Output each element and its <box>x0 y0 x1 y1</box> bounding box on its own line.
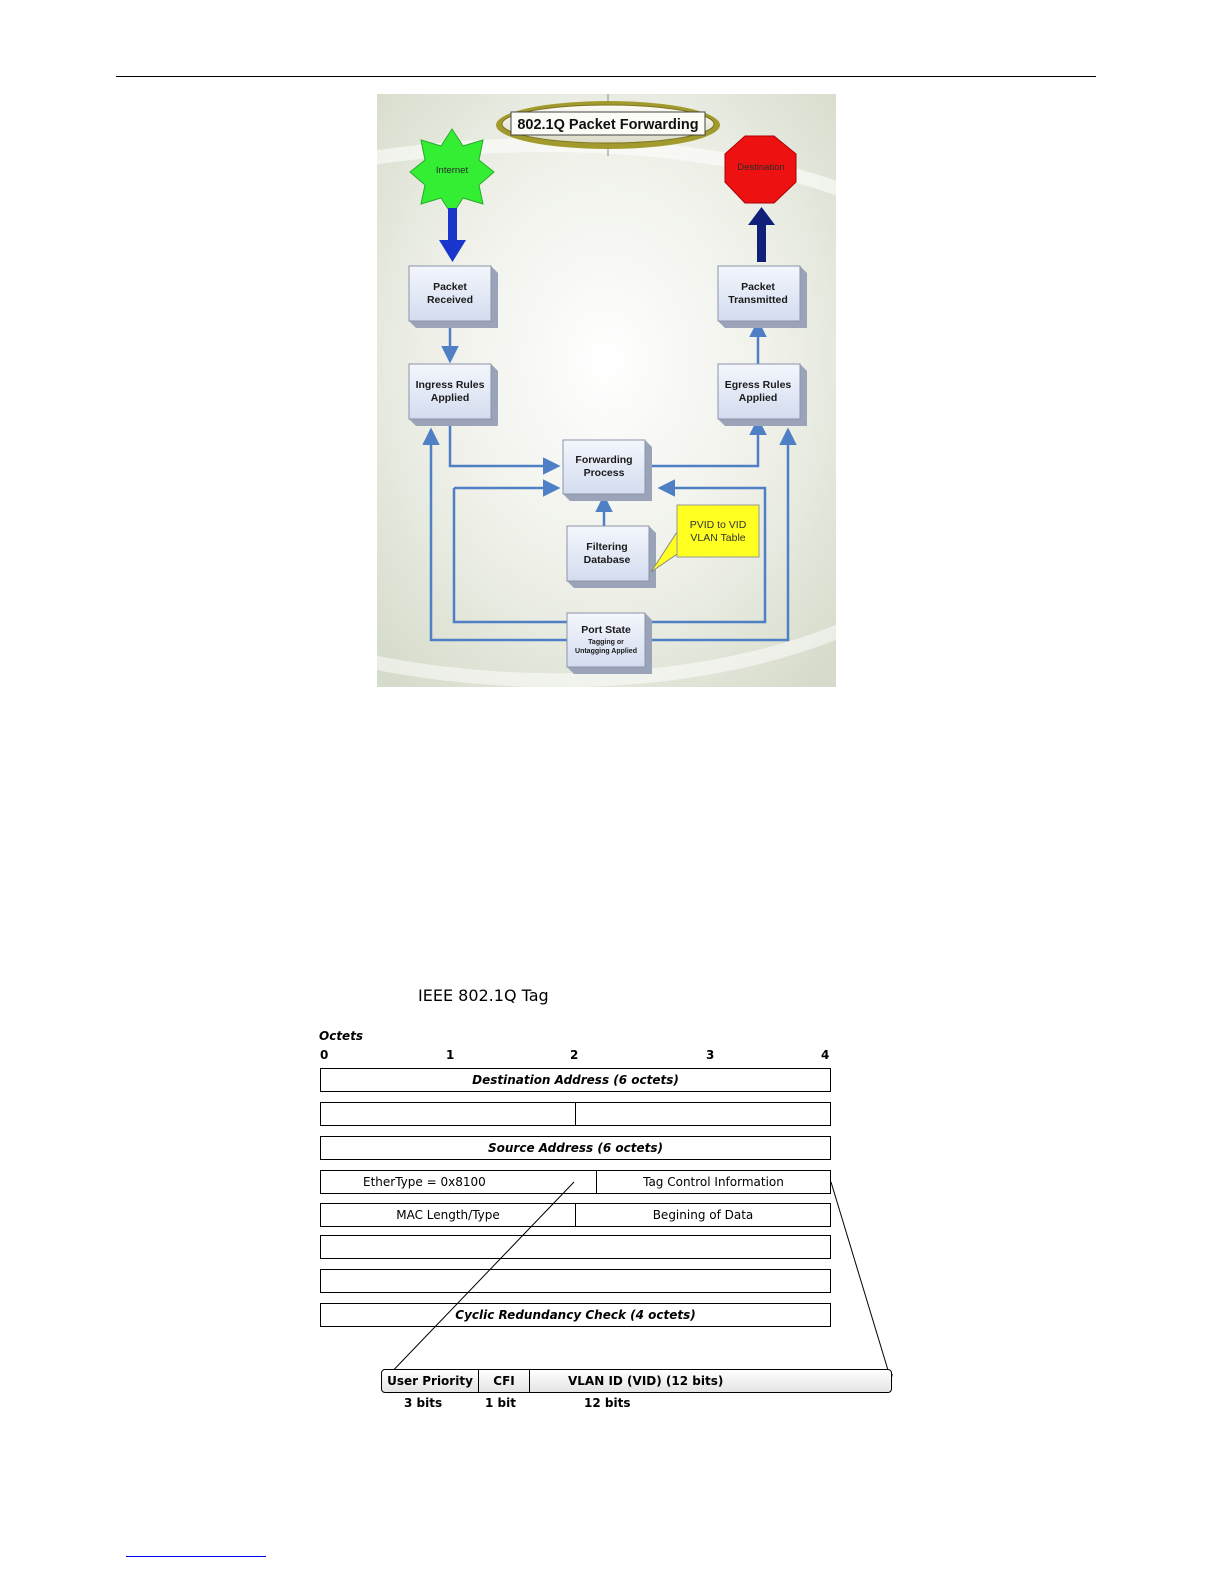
svg-text:Tagging or: Tagging or <box>588 639 624 646</box>
forwarding-process-box: Forwarding Process <box>562 439 652 501</box>
svg-text:VLAN Table: VLAN Table <box>690 532 745 544</box>
egress-rules-box: Egress Rules Applied <box>717 363 807 426</box>
frame-cell: Cyclic Redundancy Check (4 octets) <box>455 1308 696 1322</box>
frame-row-destination: Destination Address (6 octets) <box>320 1068 831 1092</box>
title-badge: 802.1Q Packet Forwarding <box>496 94 720 156</box>
octets-label: Octets <box>319 1029 364 1043</box>
destination-label: Destination <box>737 162 785 173</box>
filtering-database-box: Filtering Database <box>566 525 656 588</box>
footer-link-rule <box>126 1556 266 1557</box>
user-priority-field: User Priority <box>387 1374 473 1388</box>
frame-cell: Source Address (6 octets) <box>487 1141 663 1155</box>
pvid-callout: PVID to VID VLAN Table <box>650 504 760 573</box>
svg-text:PVID to VID: PVID to VID <box>690 519 747 531</box>
frame-row-crc: Cyclic Redundancy Check (4 octets) <box>320 1303 831 1327</box>
tag-control-information-bar: User Priority CFI VLAN ID (VID) (12 bits… <box>381 1369 892 1393</box>
frame-cell: MAC Length/Type <box>396 1208 500 1222</box>
bits-label: 3 bits <box>404 1396 443 1410</box>
svg-text:Port State: Port State <box>581 624 631 636</box>
svg-text:Egress Rules: Egress Rules <box>725 379 792 391</box>
svg-text:Transmitted: Transmitted <box>728 294 788 306</box>
down-arrow-icon <box>439 208 466 262</box>
frame-cell: Destination Address (6 octets) <box>472 1073 679 1087</box>
svg-text:Applied: Applied <box>739 392 778 404</box>
svg-text:Applied: Applied <box>431 392 470 404</box>
svg-text:Database: Database <box>584 554 631 566</box>
svg-text:Packet: Packet <box>741 281 775 293</box>
svg-text:Process: Process <box>584 467 625 479</box>
packet-received-box: Packet Received <box>408 265 498 328</box>
internet-label: Internet <box>436 165 469 176</box>
svg-text:Ingress Rules: Ingress Rules <box>416 379 485 391</box>
frame-cell: Begining of Data <box>575 1204 830 1226</box>
frame-row-split <box>320 1102 831 1126</box>
frame-row-empty <box>320 1235 831 1259</box>
bits-label: 12 bits <box>584 1396 631 1410</box>
tag-control-cell: Tag Control Information <box>596 1171 830 1193</box>
vlan-id-field: VLAN ID (VID) (12 bits) <box>529 1370 891 1392</box>
octet-number: 1 <box>446 1048 455 1062</box>
tag-diagram-title: IEEE 802.1Q Tag <box>418 986 549 1005</box>
octet-number: 2 <box>570 1048 579 1062</box>
frame-row-mac-length: MAC Length/Type Begining of Data <box>320 1203 831 1227</box>
octet-number: 3 <box>706 1048 715 1062</box>
octet-number: 0 <box>320 1048 329 1062</box>
svg-text:Untagging Applied: Untagging Applied <box>575 648 637 655</box>
svg-text:Packet: Packet <box>433 281 467 293</box>
frame-cell <box>575 1103 830 1125</box>
header-rule <box>116 76 1096 77</box>
destination-octagon-icon: Destination <box>724 135 797 204</box>
cfi-field: CFI <box>478 1370 529 1392</box>
diagram-title: 802.1Q Packet Forwarding <box>517 117 698 133</box>
svg-text:Forwarding: Forwarding <box>575 454 632 466</box>
octet-number: 4 <box>821 1048 830 1062</box>
frame-row-ethertype: EtherType = 0x8100 Tag Control Informati… <box>320 1170 831 1194</box>
frame-row-empty <box>320 1269 831 1293</box>
ingress-rules-box: Ingress Rules Applied <box>408 363 498 426</box>
packet-forwarding-diagram: 802.1Q Packet Forwarding Internet Destin… <box>377 94 836 687</box>
svg-text:Received: Received <box>427 294 473 306</box>
port-state-box: Port State Tagging or Untagging Applied <box>566 612 652 674</box>
up-arrow-icon <box>748 207 775 262</box>
frame-row-source: Source Address (6 octets) <box>320 1136 831 1160</box>
packet-transmitted-box: Packet Transmitted <box>717 265 807 328</box>
svg-text:Filtering: Filtering <box>586 541 627 553</box>
bits-label: 1 bit <box>485 1396 516 1410</box>
ethertype-cell: EtherType = 0x8100 <box>363 1175 486 1189</box>
